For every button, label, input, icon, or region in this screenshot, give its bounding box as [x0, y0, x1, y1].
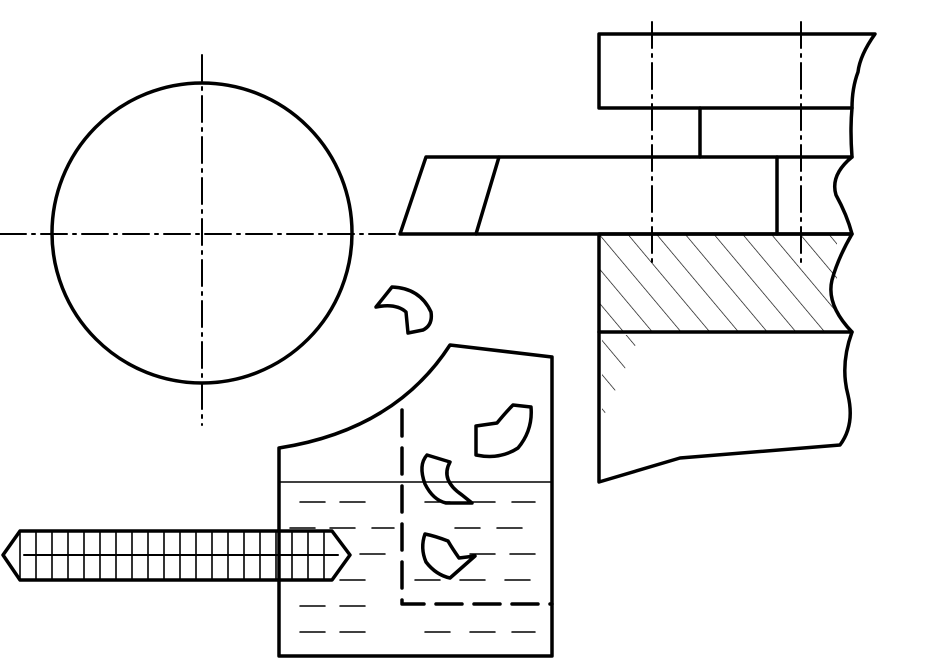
chip-near-workpiece	[374, 285, 434, 335]
container-inner-dashed	[400, 408, 554, 606]
chip-in-container-bottom	[421, 532, 477, 580]
hatched-lower-section	[602, 335, 640, 420]
tool-holder-step	[698, 106, 854, 159]
liquid-dashes	[289, 501, 536, 633]
tool-holder-top	[597, 32, 877, 110]
chip-in-container-top	[474, 403, 533, 459]
chip-in-container-middle	[420, 453, 474, 505]
chip-container	[277, 343, 554, 658]
probe-segments	[19, 530, 325, 581]
heating-probe	[1, 529, 352, 582]
support-body	[597, 232, 854, 484]
hatched-section	[599, 234, 837, 332]
tool-face-line	[474, 155, 501, 236]
cutting-tool	[398, 155, 854, 236]
